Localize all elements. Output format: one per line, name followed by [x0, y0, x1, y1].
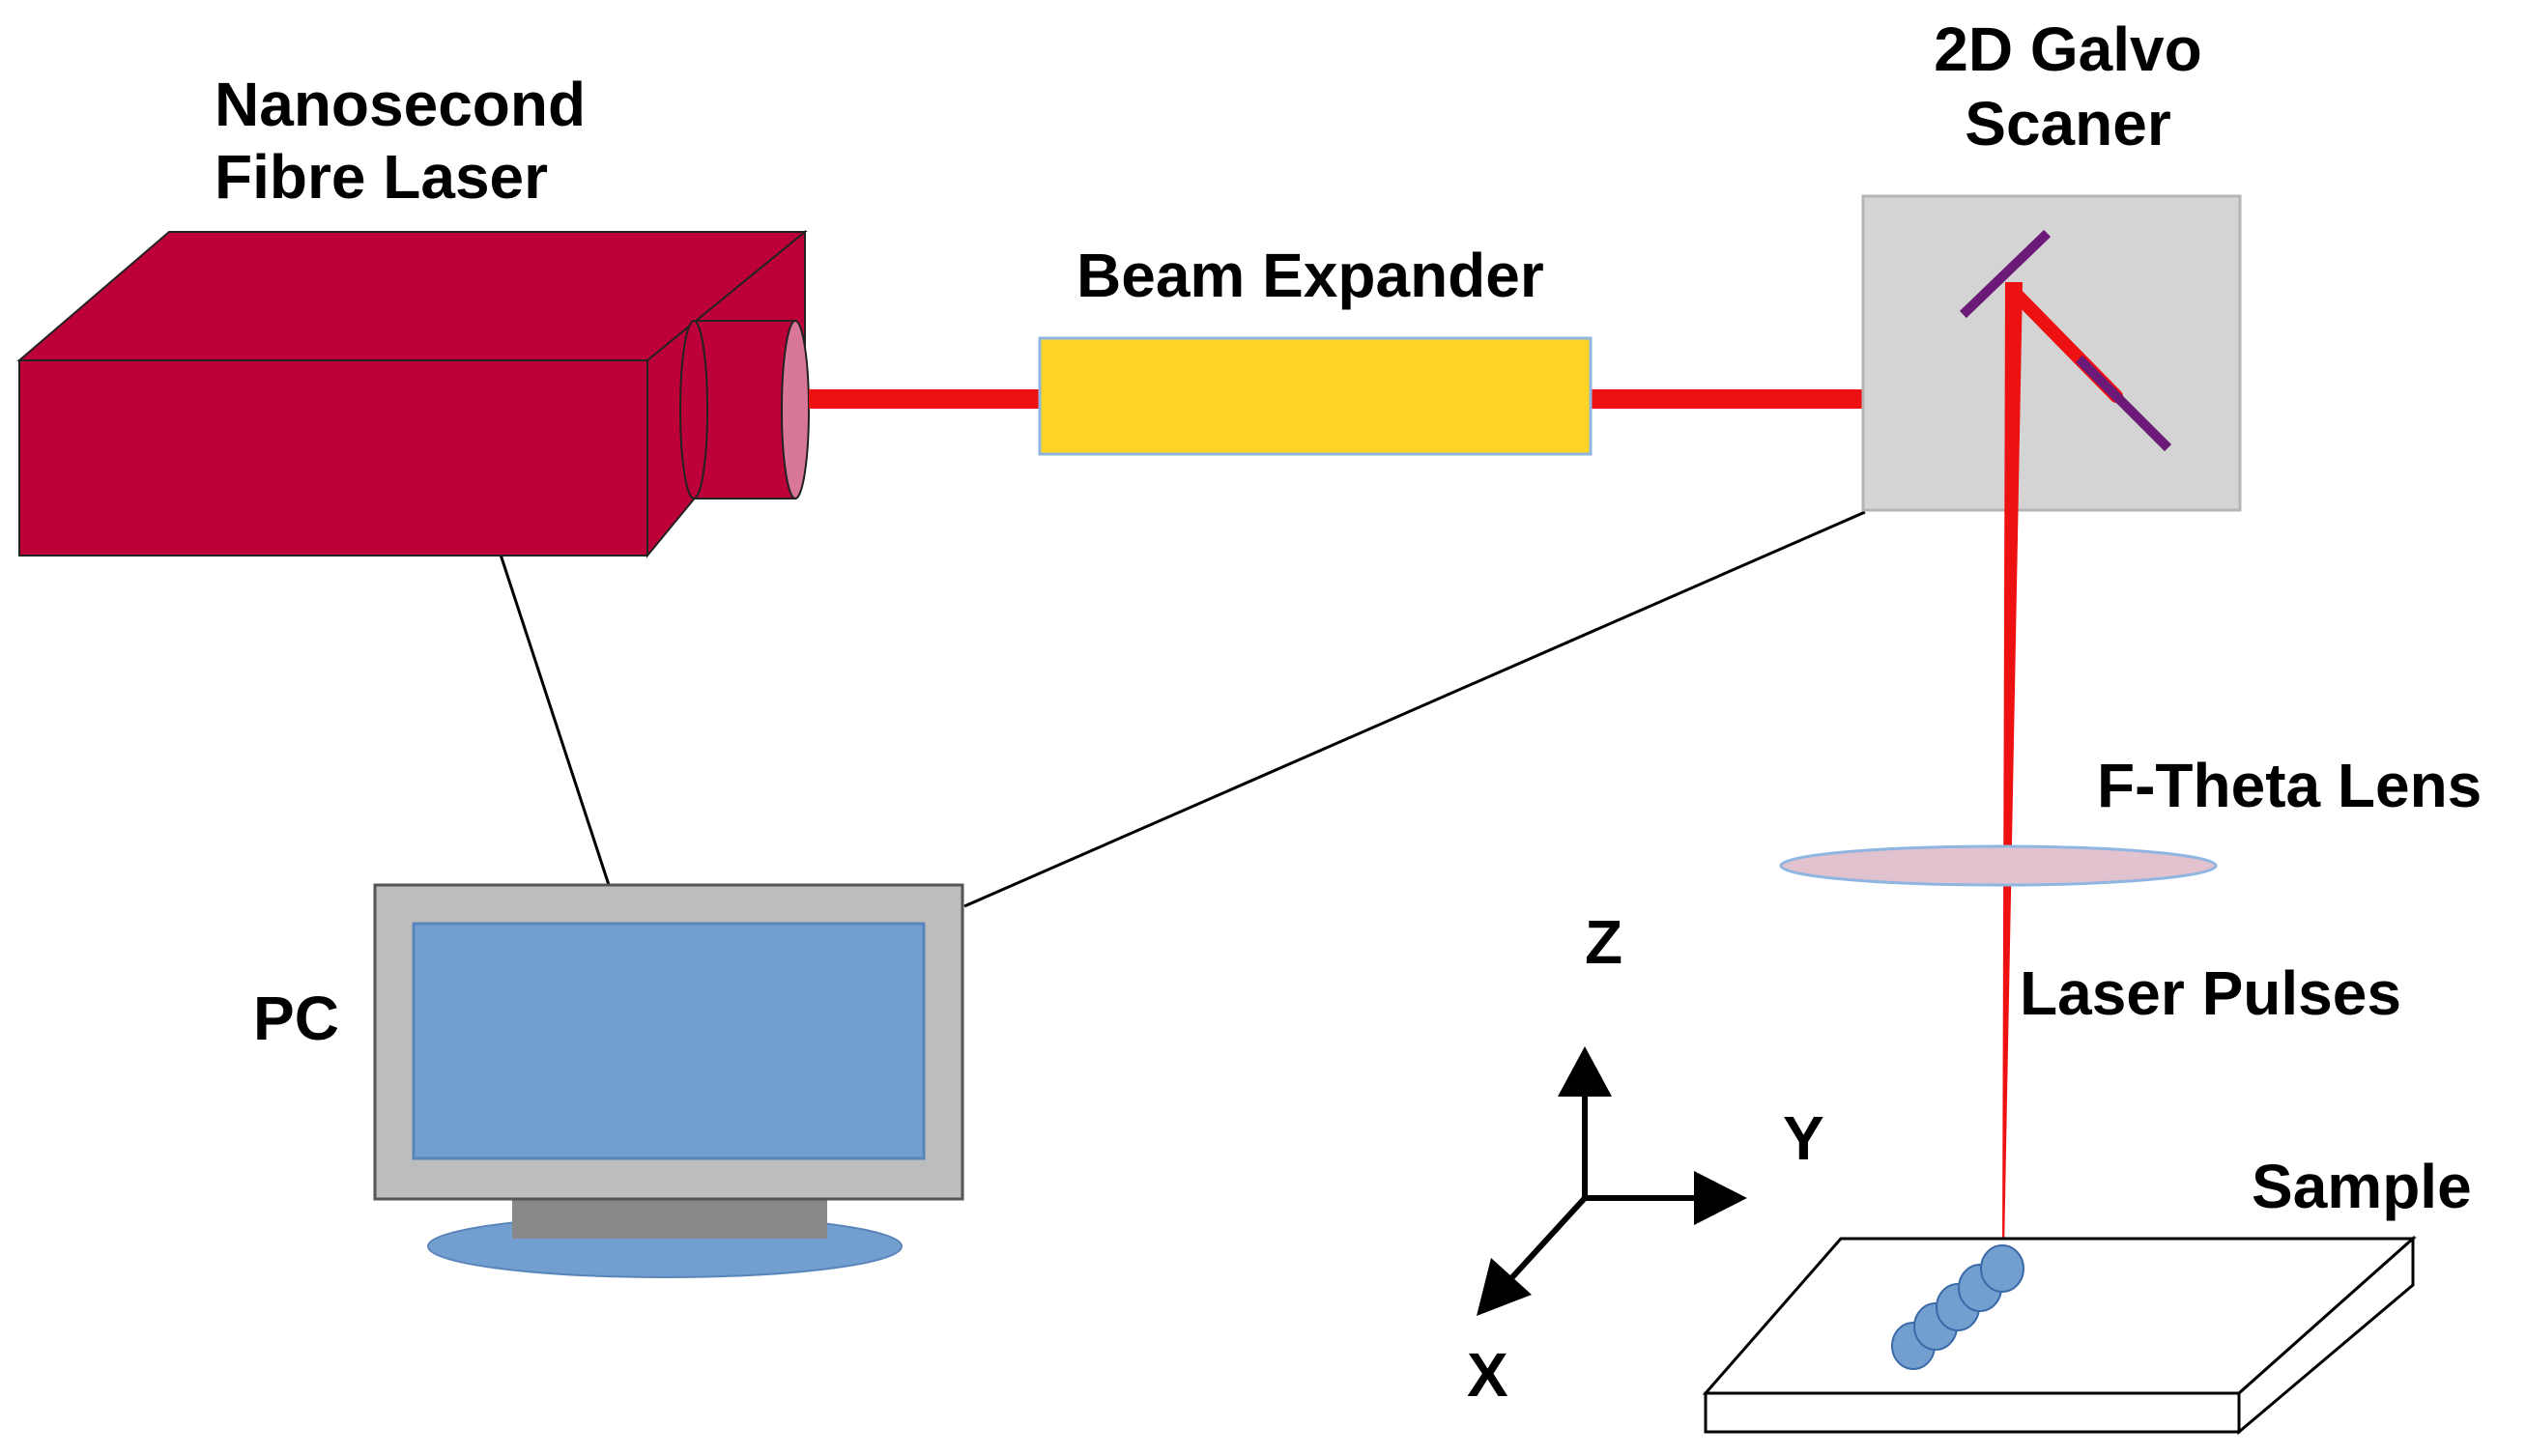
galvo-mirror-y [1959, 229, 2052, 319]
galvo-mirror-x [2075, 355, 2172, 452]
laser-box-front [18, 359, 648, 557]
beam-expander-label: Beam Expander [1076, 241, 1544, 310]
monitor-stand [512, 1198, 827, 1239]
laser-output-aperture [679, 320, 810, 500]
xyz-axes [1477, 1046, 1747, 1316]
cable-laser-to-pc [499, 554, 611, 886]
beam-expander [1038, 336, 1593, 456]
laser-beam-to-expander [809, 389, 1041, 409]
monitor-screen [412, 922, 926, 1160]
axis-y-label: Y [1783, 1103, 1824, 1173]
sample-plate [1702, 1235, 2417, 1436]
sample-label: Sample [2252, 1152, 2472, 1221]
laser-label-line1: Nanosecond [215, 70, 587, 139]
axis-x-shaft [1509, 1195, 1588, 1280]
laser-pulses-beam [2002, 282, 2023, 1251]
axis-x-arrowhead [1477, 1258, 1532, 1316]
laser-label-line2: Fibre Laser [215, 142, 549, 212]
galvo-scanner-box [1861, 194, 2242, 512]
galvo-label-line1: 2D Galvo [1934, 14, 2202, 84]
pulse-spots [1891, 1244, 2024, 1370]
laser-pulses-label: Laser Pulses [2020, 958, 2401, 1028]
f-theta-lens-label: F-Theta Lens [2097, 751, 2483, 820]
f-theta-lens [1779, 844, 2218, 887]
galvo-label-line2: Scaner [1965, 89, 2171, 158]
axis-x-label: X [1467, 1340, 1508, 1410]
axis-z-label: Z [1585, 907, 1623, 977]
pc-monitor [373, 883, 964, 1278]
axis-z-arrowhead [1558, 1046, 1612, 1097]
axis-y-arrowhead [1694, 1171, 1747, 1225]
pulse-spot [1980, 1244, 2024, 1293]
cable-galvo-to-pc [963, 510, 1866, 908]
pc-label: PC [253, 984, 339, 1053]
fibre-laser-box [16, 229, 810, 558]
sample-front [1704, 1391, 2241, 1434]
